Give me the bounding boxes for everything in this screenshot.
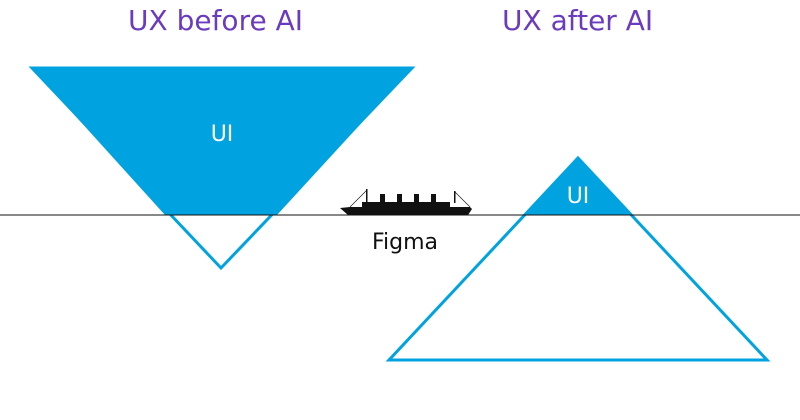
- ui-label-left: UI: [211, 122, 234, 147]
- figma-label: Figma: [372, 230, 438, 255]
- right-triangle-outline: [385, 155, 771, 362]
- title-after: UX after AI: [502, 4, 654, 37]
- title-before: UX before AI: [128, 4, 303, 37]
- right-triangle-fill: [524, 158, 632, 215]
- ui-label-right: UI: [567, 184, 590, 209]
- left-triangle-fill: [32, 68, 412, 215]
- ship-icon: [340, 189, 472, 215]
